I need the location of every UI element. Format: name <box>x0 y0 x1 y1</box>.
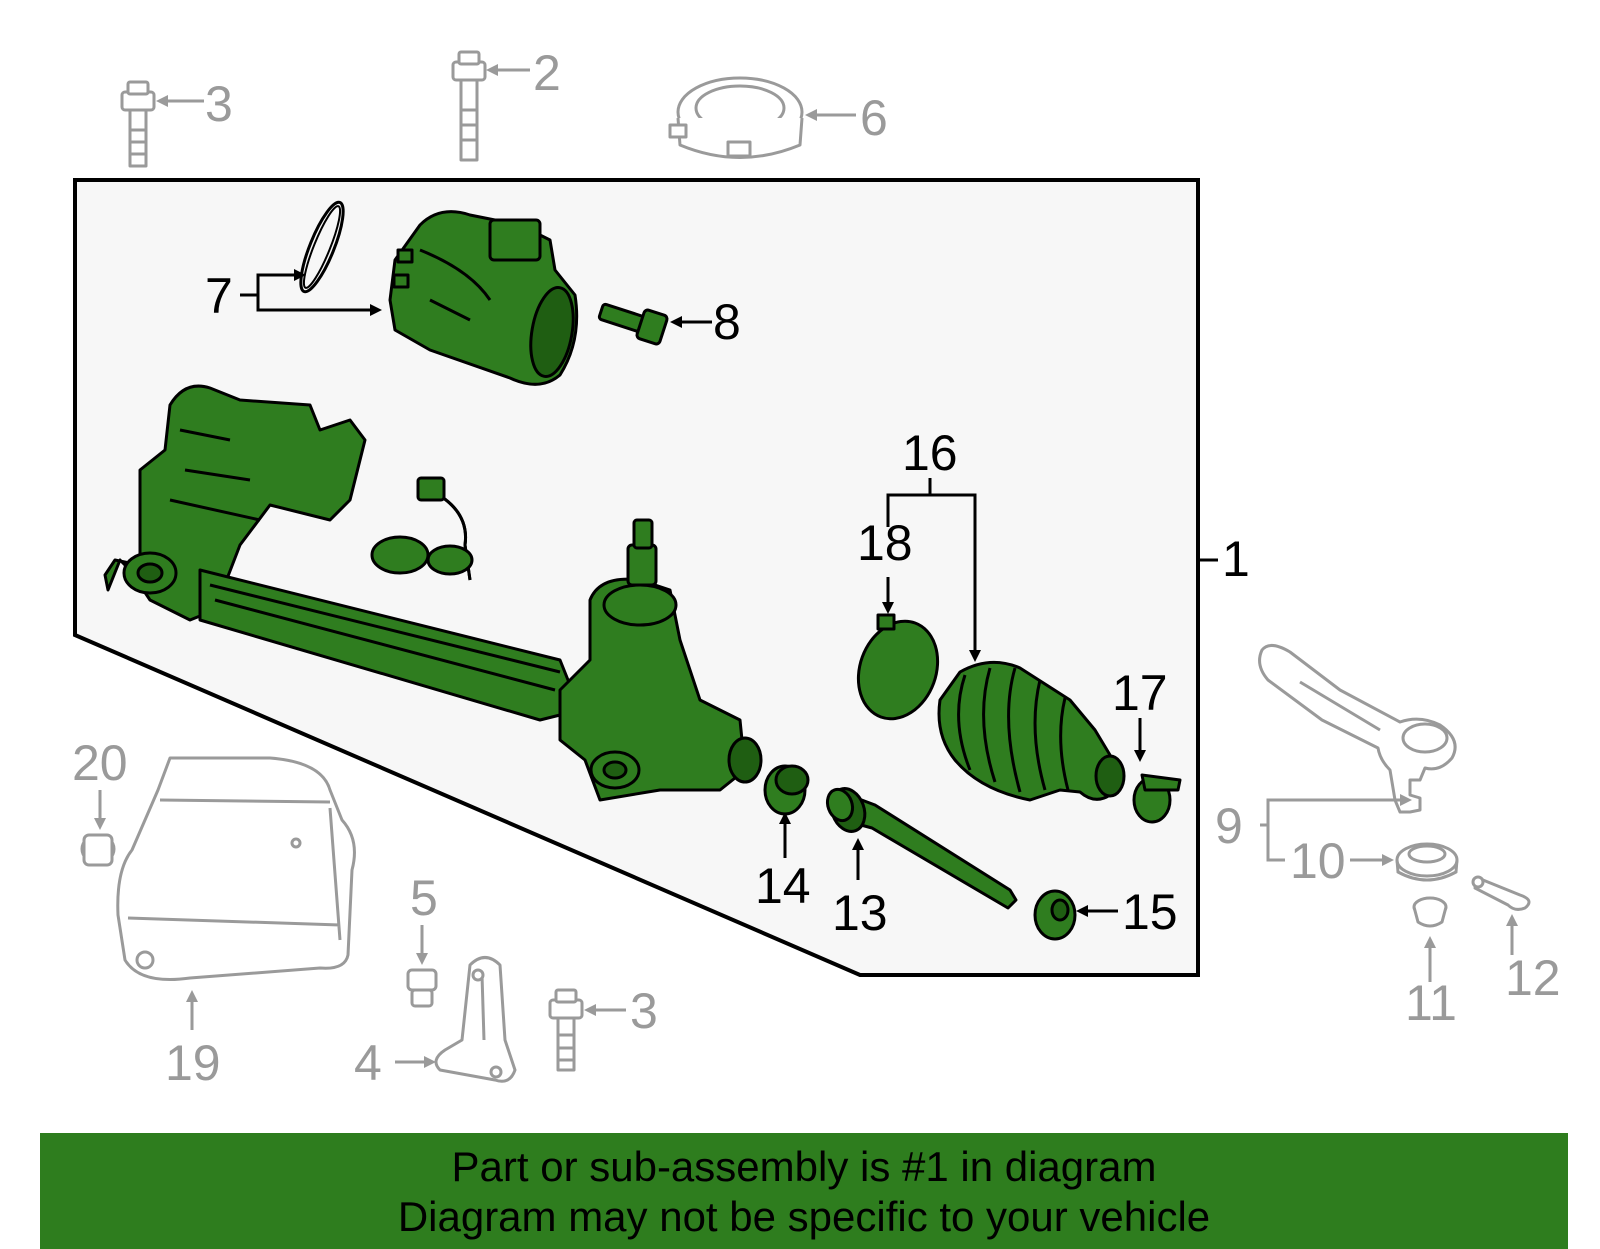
seal-part-14 <box>763 764 810 816</box>
tie-rod-end-part-9 <box>1258 644 1457 814</box>
callout-13: 13 <box>832 885 888 941</box>
callout-1: 1 <box>1222 531 1250 587</box>
info-banner: Part or sub-assembly is #1 in diagram Di… <box>40 1133 1568 1249</box>
bearing-part-6 <box>668 76 804 159</box>
callout-20: 20 <box>72 735 128 791</box>
nut-part-15 <box>1033 889 1077 941</box>
nut-part-5 <box>406 968 438 1008</box>
bolt-part-3-top <box>120 80 156 168</box>
callout-12: 12 <box>1505 950 1561 1006</box>
callout-3-top: 3 <box>205 76 233 132</box>
clamp-part-18 <box>856 613 940 721</box>
callout-6: 6 <box>860 90 888 146</box>
callout-3-bottom: 3 <box>630 983 658 1039</box>
callout-8: 8 <box>713 294 741 350</box>
callout-2: 2 <box>533 45 561 101</box>
callout-15: 15 <box>1122 884 1178 940</box>
clamp-part-17 <box>1132 773 1182 824</box>
callout-5: 5 <box>410 870 438 926</box>
cotter-pin-part-12 <box>1471 875 1531 911</box>
inner-tie-rod-part-13 <box>825 787 1018 910</box>
boot-part-16 <box>937 660 1126 802</box>
banner-line-1: Part or sub-assembly is #1 in diagram <box>451 1143 1157 1190</box>
callout-11: 11 <box>1405 975 1457 1031</box>
bolt-part-3-bottom <box>548 988 584 1072</box>
steering-rack-part-1 <box>103 384 763 802</box>
bracket-part-4 <box>434 956 517 1083</box>
bolt-part-2 <box>451 50 487 162</box>
motor-part-7 <box>388 210 579 386</box>
shield-part-19 <box>116 756 356 982</box>
callout-4: 4 <box>354 1035 382 1091</box>
bearing-part-10 <box>1395 842 1459 882</box>
callout-17: 17 <box>1112 665 1168 721</box>
o-ring-part-7 <box>299 200 345 294</box>
bolt-part-8 <box>597 302 669 346</box>
banner-line-2: Diagram may not be specific to your vehi… <box>397 1193 1211 1240</box>
callout-19: 19 <box>165 1035 221 1091</box>
callout-16: 16 <box>902 425 958 481</box>
callout-14: 14 <box>755 858 811 914</box>
callout-9: 9 <box>1215 798 1243 854</box>
callout-7: 7 <box>205 268 233 324</box>
nut-part-20 <box>80 833 116 867</box>
callout-18: 18 <box>857 515 913 571</box>
nut-part-11 <box>1412 896 1448 928</box>
callout-10: 10 <box>1290 833 1346 889</box>
